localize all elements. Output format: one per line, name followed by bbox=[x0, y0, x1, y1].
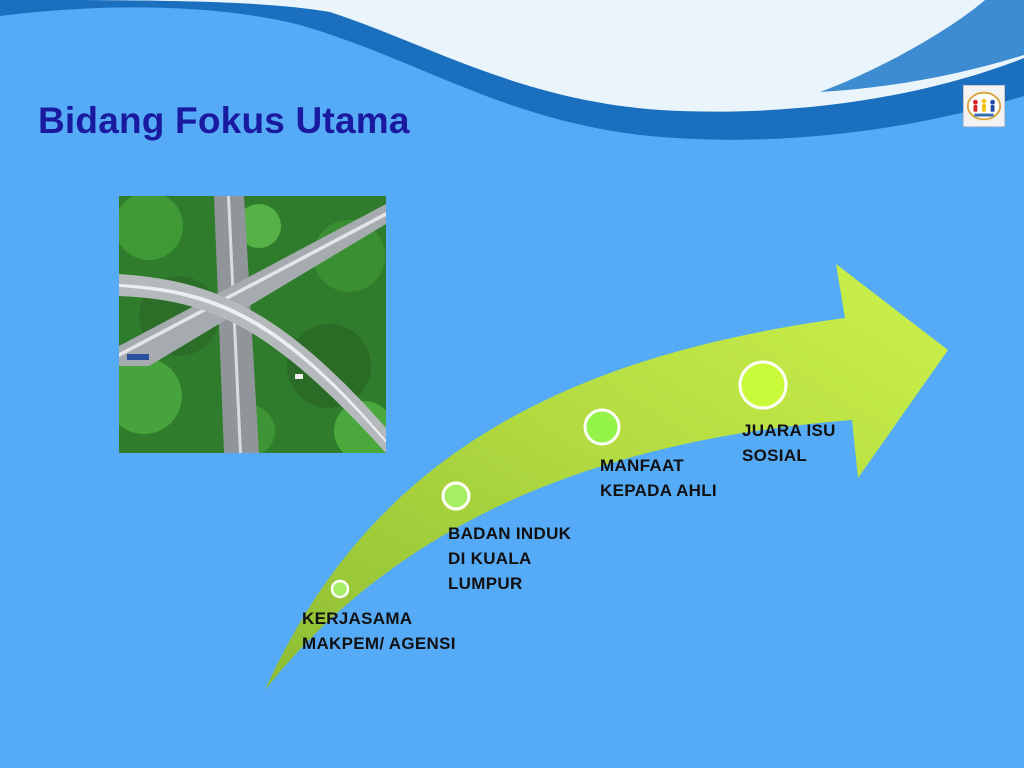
step-label-kerjasama: KERJASAMA MAKPEM/ AGENSI bbox=[302, 606, 456, 656]
step-label-line: BADAN INDUK bbox=[448, 524, 572, 543]
step-label-manfaat: MANFAAT KEPADA AHLI bbox=[600, 453, 717, 503]
step-label-line: KERJASAMA bbox=[302, 609, 413, 628]
step-label-line: LUMPUR bbox=[448, 574, 523, 593]
step-label-line: KEPADA AHLI bbox=[600, 481, 717, 500]
header-wave-decoration bbox=[0, 0, 1024, 140]
slide-title: Bidang Fokus Utama bbox=[38, 100, 410, 141]
step-label-line: MAKPEM/ AGENSI bbox=[302, 634, 456, 653]
step-marker bbox=[738, 360, 788, 410]
step-marker bbox=[583, 408, 621, 446]
step-marker bbox=[441, 481, 471, 511]
step-label-line: SOSIAL bbox=[742, 446, 808, 465]
step-label-line: DI KUALA bbox=[448, 549, 532, 568]
step-label-line: MANFAAT bbox=[600, 456, 684, 475]
step-label-badan-induk: BADAN INDUK DI KUALA LUMPUR bbox=[448, 521, 571, 596]
step-label-line: JUARA ISU bbox=[742, 421, 836, 440]
organization-logo-icon bbox=[963, 85, 1005, 127]
step-marker bbox=[330, 579, 350, 599]
highway-interchange-photo bbox=[119, 196, 386, 453]
step-label-juara: JUARA ISU SOSIAL bbox=[742, 418, 836, 468]
